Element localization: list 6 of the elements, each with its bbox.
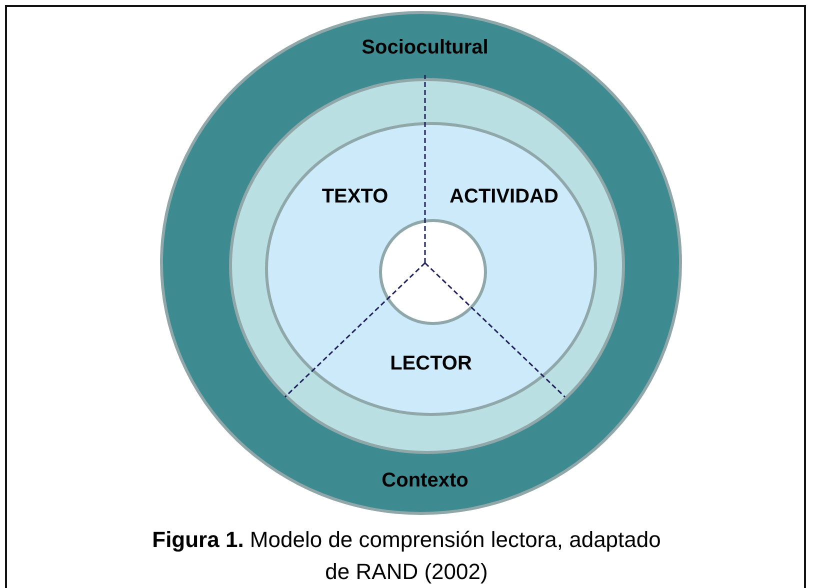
zone-label: LECTOR bbox=[390, 352, 472, 376]
figure-caption: Figura 1. Modelo de comprensión lectora, adaptado de RAND (2002) bbox=[151, 526, 662, 586]
zone-label: Sociocultural bbox=[362, 36, 488, 60]
zone-label: Contexto bbox=[382, 470, 468, 492]
zone-label: ACTIVIDAD bbox=[450, 186, 558, 208]
zone-label: TEXTO bbox=[322, 186, 388, 208]
